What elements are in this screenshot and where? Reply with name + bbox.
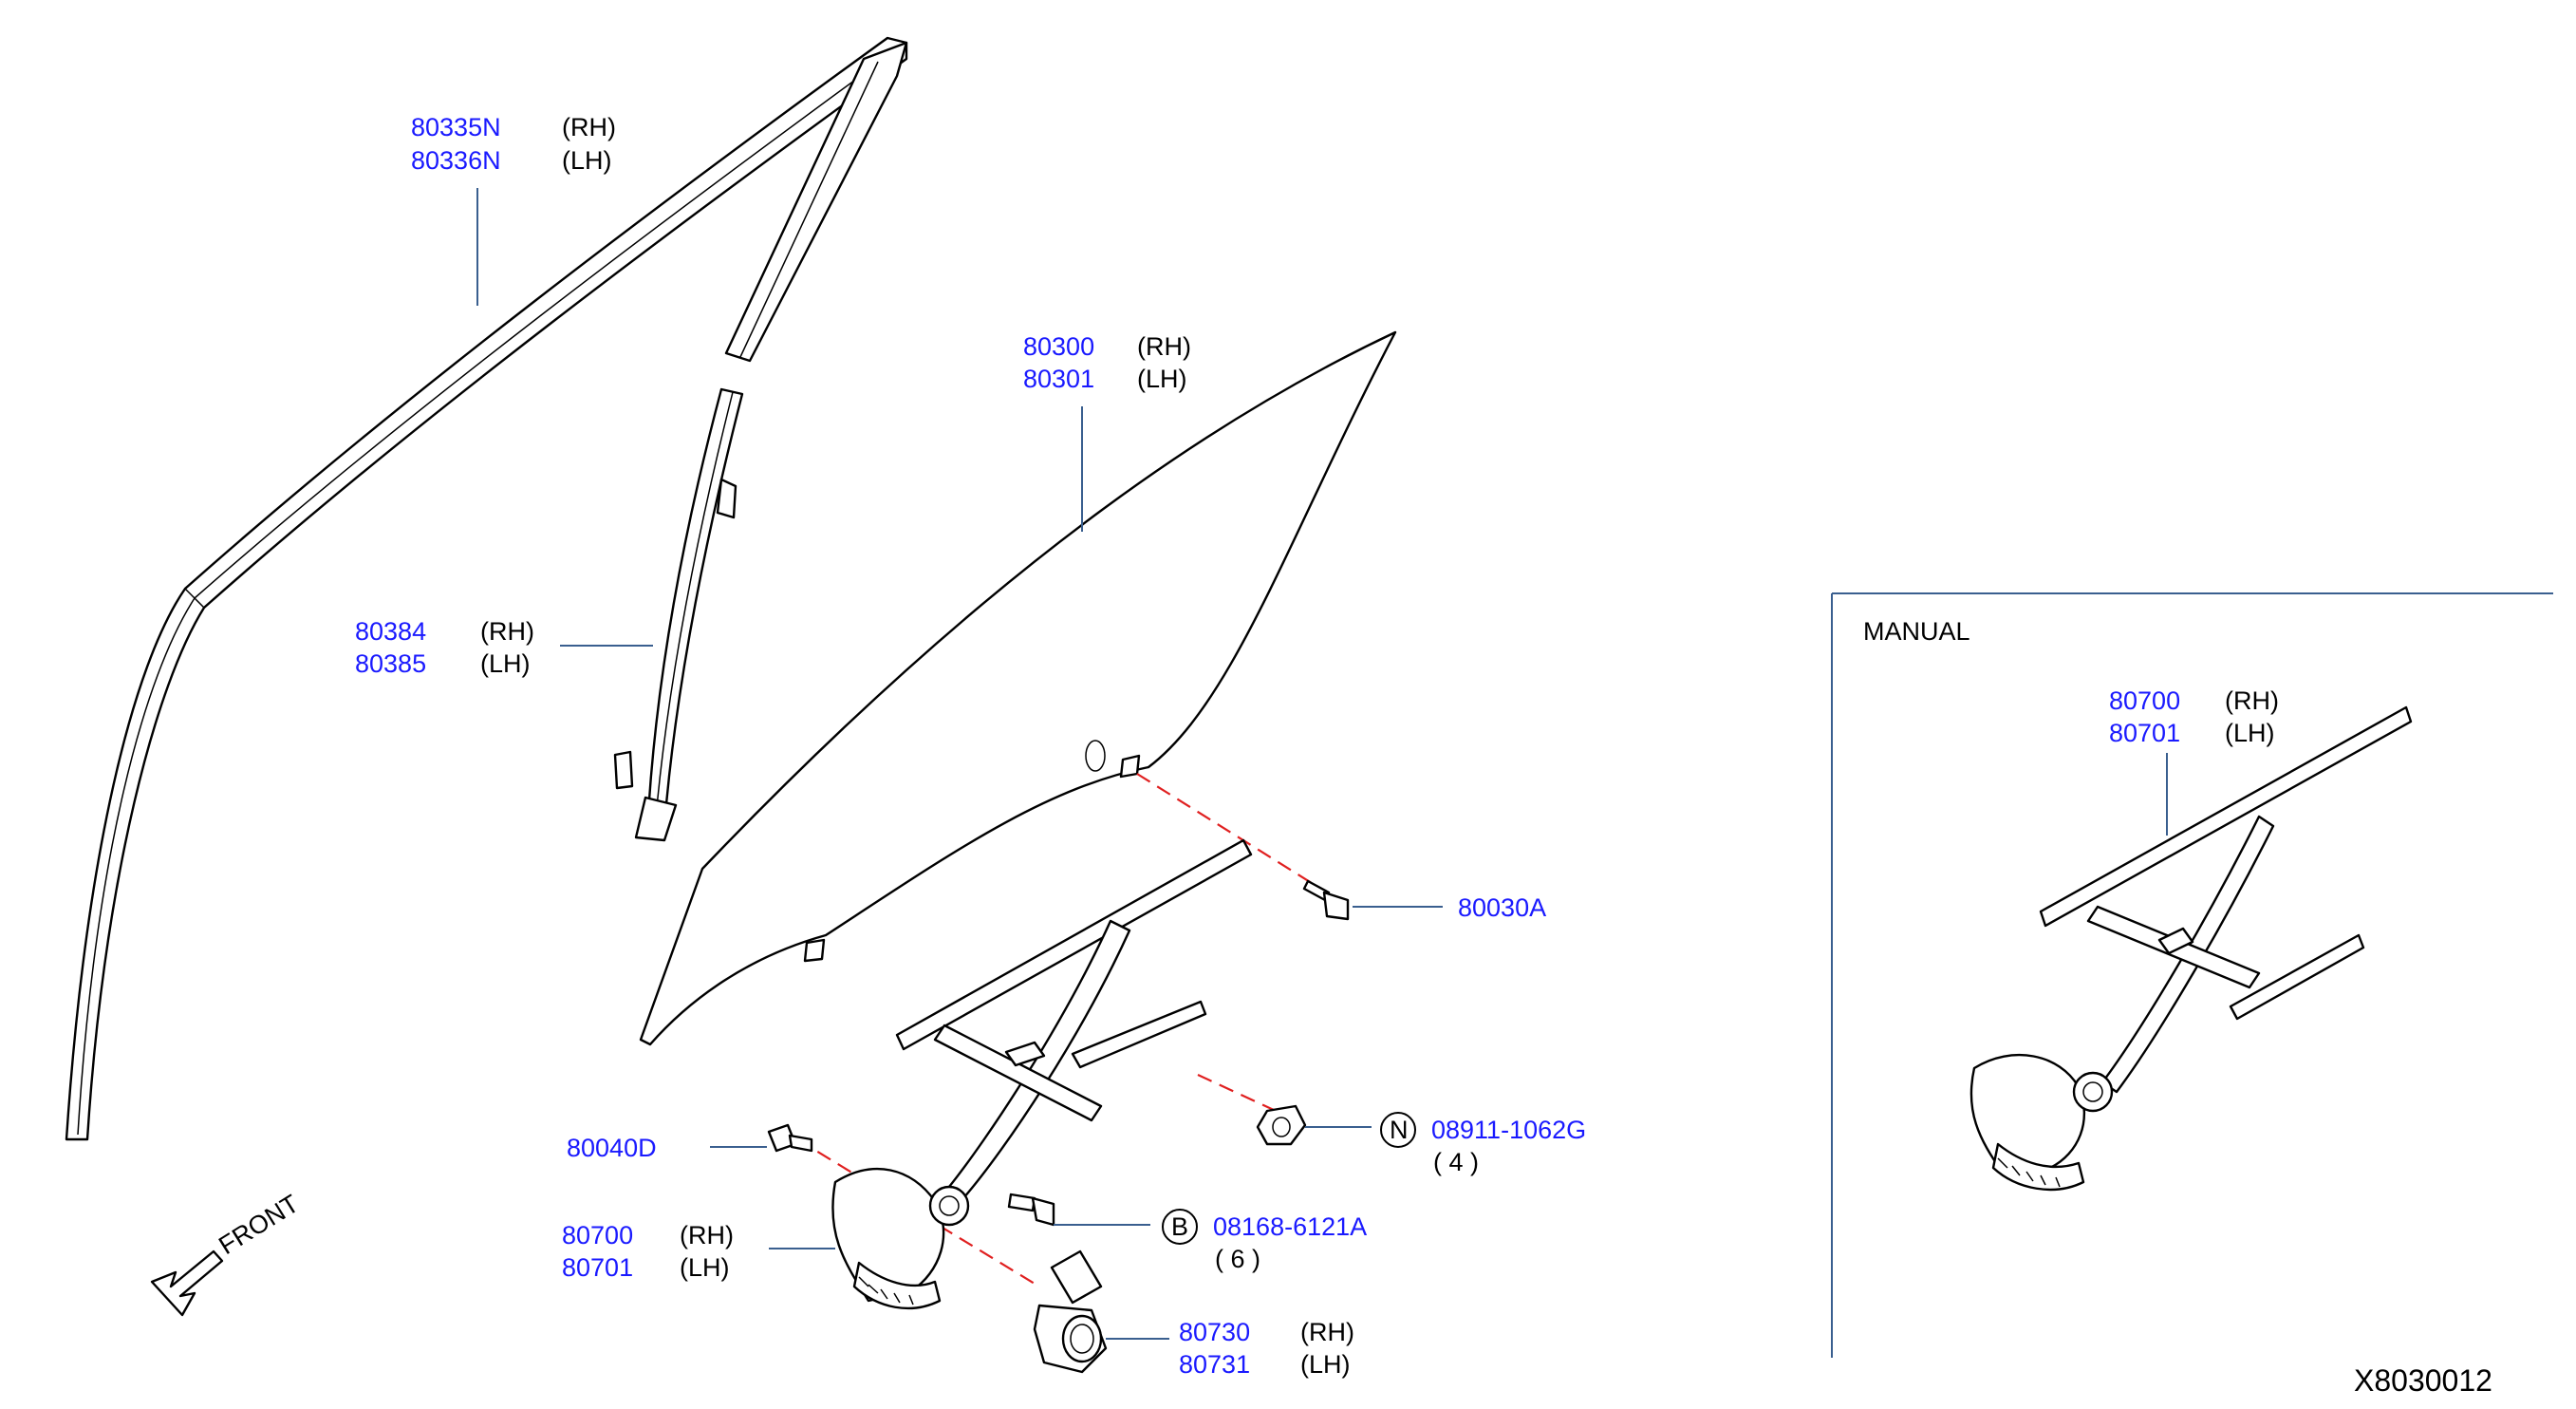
callout-80301-side: (LH)	[1137, 365, 1187, 393]
front-arrow-icon	[150, 1249, 224, 1317]
callout-08911-qty: ( 4 )	[1433, 1148, 1479, 1176]
bolt-08168	[1007, 1193, 1055, 1227]
callout-80701[interactable]: 80701	[562, 1253, 633, 1282]
callout-80701-side: (LH)	[680, 1253, 730, 1282]
callout-80730[interactable]: 80730	[1179, 1318, 1250, 1346]
assembly-lines	[796, 773, 1316, 1287]
callout-80335n[interactable]: 80335N	[411, 113, 501, 141]
bolt-prefix-badge	[1162, 1209, 1198, 1245]
callout-80336n[interactable]: 80336N	[411, 146, 501, 175]
diagram-id: X8030012	[2354, 1363, 2492, 1398]
window-motor	[1033, 1249, 1108, 1374]
door-moulding	[65, 36, 908, 1141]
door-sash	[613, 387, 744, 842]
power-window-regulator	[831, 838, 1253, 1310]
callout-80730-side: (RH)	[1300, 1318, 1354, 1346]
bolt-80040d	[767, 1123, 813, 1153]
front-label: FRONT	[214, 1189, 304, 1260]
manual-section-title: MANUAL	[1863, 617, 1970, 646]
callout-80336n-side: (LH)	[562, 146, 612, 175]
callout-manual-80701-side: (LH)	[2225, 719, 2275, 747]
callout-manual-80700[interactable]: 80700	[2109, 686, 2180, 715]
callout-manual-80701[interactable]: 80701	[2109, 719, 2180, 747]
callout-80335n-side: (RH)	[562, 113, 616, 141]
callout-80300[interactable]: 80300	[1023, 332, 1094, 361]
bolt-prefix-letter: B	[1171, 1212, 1188, 1241]
manual-window-regulator	[1969, 705, 2413, 1192]
callout-80731[interactable]: 80731	[1179, 1350, 1250, 1379]
door-glass	[639, 330, 1397, 1046]
callout-80301[interactable]: 80301	[1023, 365, 1094, 393]
callout-08168-6121a[interactable]: 08168-6121A	[1213, 1212, 1367, 1241]
callout-80300-side: (RH)	[1137, 332, 1191, 361]
bolt-80030a	[1302, 879, 1350, 921]
callout-80700[interactable]: 80700	[562, 1221, 633, 1249]
callout-manual-80700-side: (RH)	[2225, 686, 2279, 715]
callout-80030a[interactable]: 80030A	[1458, 893, 1546, 922]
callout-80040d[interactable]: 80040D	[567, 1134, 657, 1162]
nut-08911	[1256, 1104, 1307, 1146]
callout-08911-1062g[interactable]: 08911-1062G	[1431, 1116, 1586, 1144]
callout-08168-qty: ( 6 )	[1215, 1245, 1260, 1273]
nut-prefix-badge	[1380, 1112, 1416, 1148]
callout-80385[interactable]: 80385	[355, 649, 426, 678]
manual-section-frame	[1831, 592, 2553, 1358]
nut-prefix-letter: N	[1390, 1116, 1409, 1144]
callout-80384[interactable]: 80384	[355, 617, 426, 646]
leader-lines	[476, 188, 2168, 1340]
callout-80385-side: (LH)	[480, 649, 531, 678]
callout-80700-side: (RH)	[680, 1221, 734, 1249]
callout-80731-side: (LH)	[1300, 1350, 1351, 1379]
callout-80384-side: (RH)	[480, 617, 534, 646]
